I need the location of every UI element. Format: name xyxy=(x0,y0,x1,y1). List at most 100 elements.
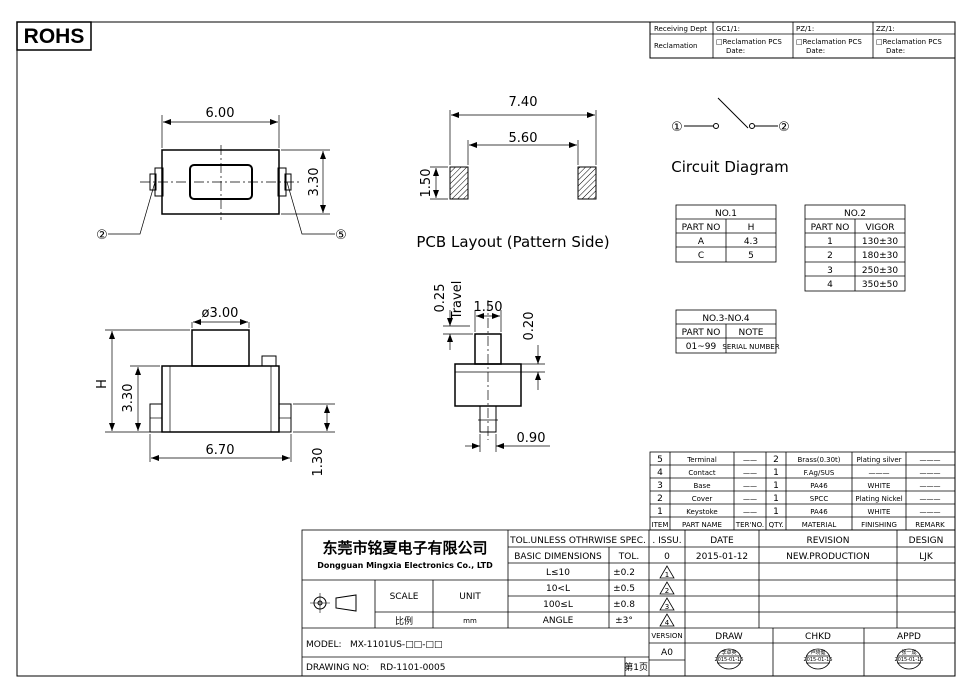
svg-text:MX-1101US-□□-□□: MX-1101US-□□-□□ xyxy=(350,640,442,650)
svg-text:LJK: LJK xyxy=(919,552,934,562)
receiving-table: Receiving Dept Reclamation GC1/1: PZ/1: … xyxy=(649,21,956,59)
svg-text:TOL.UNLESS OTHRWISE SPEC.: TOL.UNLESS OTHRWISE SPEC. xyxy=(509,536,646,546)
bom-header: MATERIAL xyxy=(802,521,837,529)
bom-cell-name: Cover xyxy=(692,495,713,503)
dim-travel: 0.25 xyxy=(433,284,448,313)
sheet-border xyxy=(16,21,956,677)
svg-text:1: 1 xyxy=(827,237,833,247)
svg-text:2015-01-12: 2015-01-12 xyxy=(696,552,748,562)
dim-body-height: 3.30 xyxy=(307,168,322,197)
dim-side-height: 3.30 xyxy=(121,384,136,413)
bom-cell-finish: WHITE xyxy=(868,482,891,490)
svg-text:SCALE: SCALE xyxy=(390,592,419,602)
bom-cell-finish: Plating silver xyxy=(856,456,901,464)
svg-text:PART NO: PART NO xyxy=(682,328,721,338)
svg-text:180±30: 180±30 xyxy=(862,251,898,261)
svg-text:BASIC DIMENSIONS: BASIC DIMENSIONS xyxy=(514,552,602,562)
dim-stem-top: 0.20 xyxy=(522,312,537,341)
svg-text:4: 4 xyxy=(665,619,670,627)
dim-pad-pitch: 7.40 xyxy=(509,95,538,110)
bom-cell-material: SPCC xyxy=(810,495,829,503)
svg-text:Date:: Date: xyxy=(806,47,825,55)
side-view xyxy=(443,300,550,452)
company-cn: 东莞市铭夏电子有限公司 xyxy=(322,539,487,557)
svg-text:2: 2 xyxy=(827,251,833,261)
svg-text:4: 4 xyxy=(827,280,833,290)
svg-text:VERSION: VERSION xyxy=(651,632,682,640)
svg-text:VIGOR: VIGOR xyxy=(865,223,894,233)
svg-text:□Reclamation PCS: □Reclamation PCS xyxy=(796,38,862,46)
svg-text:2015-01-15: 2015-01-15 xyxy=(714,657,743,663)
bom-cell-item: 5 xyxy=(657,455,663,465)
bom-cell-name: Contact xyxy=(688,469,715,477)
svg-text:4.3: 4.3 xyxy=(744,237,758,247)
svg-text:NO.2: NO.2 xyxy=(844,209,866,219)
svg-text:Date:: Date: xyxy=(886,47,905,55)
svg-text:10<L: 10<L xyxy=(546,584,570,594)
bom-cell-name: Keystoke xyxy=(686,508,717,516)
svg-text:CHKD: CHKD xyxy=(805,632,831,642)
bom-cell-material: PA46 xyxy=(810,508,828,516)
dim-plunger-dia: ø3.00 xyxy=(202,306,239,321)
revision-marks xyxy=(659,565,675,627)
svg-text:Reclamation: Reclamation xyxy=(654,42,697,50)
svg-text:3: 3 xyxy=(665,603,669,611)
svg-text:5: 5 xyxy=(748,251,754,261)
bom-cell-qty: 1 xyxy=(773,468,779,478)
bom-cell-remark: ——— xyxy=(920,469,941,477)
approval-stamps xyxy=(716,648,922,670)
bom-cell-remark: ——— xyxy=(920,495,941,503)
dim-travel-label: Travel xyxy=(450,281,465,321)
bom-cell-item: 3 xyxy=(657,481,663,491)
bom-table xyxy=(649,451,956,531)
table-no3 xyxy=(675,309,777,354)
svg-text:Receiving Dept: Receiving Dept xyxy=(654,25,707,33)
dim-side-width: 6.70 xyxy=(206,443,235,458)
svg-text:TOL.: TOL. xyxy=(618,552,639,562)
front-view xyxy=(105,319,335,462)
dim-lead-height: 1.30 xyxy=(311,448,326,477)
svg-text:DESIGN: DESIGN xyxy=(909,536,944,546)
svg-text:RD-1101-0005: RD-1101-0005 xyxy=(380,663,446,673)
bom-cell-remark: ——— xyxy=(920,482,941,490)
bom-cell-item: 1 xyxy=(657,507,663,517)
pin-label-b: ⑤ xyxy=(335,228,347,243)
table-no2 xyxy=(804,204,906,292)
svg-text:□Reclamation PCS: □Reclamation PCS xyxy=(876,38,942,46)
svg-text:100≤L: 100≤L xyxy=(543,600,573,610)
svg-text:±0.2: ±0.2 xyxy=(613,568,635,578)
bom-cell-remark: ——— xyxy=(920,456,941,464)
rohs-text: ROHS xyxy=(24,25,85,48)
dim-pad-gap: 5.60 xyxy=(509,131,538,146)
svg-text:NEW.PRODUCTION: NEW.PRODUCTION xyxy=(786,552,870,562)
bom-cell-no: —— xyxy=(743,469,757,477)
bom-header: FINISHING xyxy=(861,521,897,529)
bom-cell-qty: 1 xyxy=(773,481,779,491)
svg-text:ZZ/1:: ZZ/1: xyxy=(876,25,895,33)
svg-text:A: A xyxy=(698,237,705,247)
dim-pad-height: 1.50 xyxy=(419,169,434,198)
bom-cell-no: —— xyxy=(743,482,757,490)
svg-text:2015-01-15: 2015-01-15 xyxy=(803,657,832,663)
svg-text:第1页: 第1页 xyxy=(624,661,648,673)
bom-cell-name: Base xyxy=(693,482,710,490)
bom-header: QTY. xyxy=(769,521,784,529)
svg-text:C: C xyxy=(698,251,704,261)
circuit-terminal-b: ② xyxy=(778,120,790,135)
svg-text:PART NO: PART NO xyxy=(811,223,850,233)
svg-text:Date:: Date: xyxy=(726,47,745,55)
svg-text:ANGLE: ANGLE xyxy=(543,616,574,626)
svg-text:UNIT: UNIT xyxy=(459,592,481,602)
svg-text:李卓英: 李卓英 xyxy=(721,649,736,656)
svg-text:01~99: 01~99 xyxy=(686,342,717,352)
svg-text:REVISION: REVISION xyxy=(807,536,850,546)
bom-header: PART NAME xyxy=(682,521,722,529)
bom-cell-name: Terminal xyxy=(686,456,717,464)
pcb-layout xyxy=(430,110,597,200)
svg-text:APPD: APPD xyxy=(897,632,921,642)
svg-text:PZ/1:: PZ/1: xyxy=(796,25,814,33)
circuit-diagram-label: Circuit Diagram xyxy=(671,158,788,176)
svg-text:PART NO: PART NO xyxy=(682,223,721,233)
